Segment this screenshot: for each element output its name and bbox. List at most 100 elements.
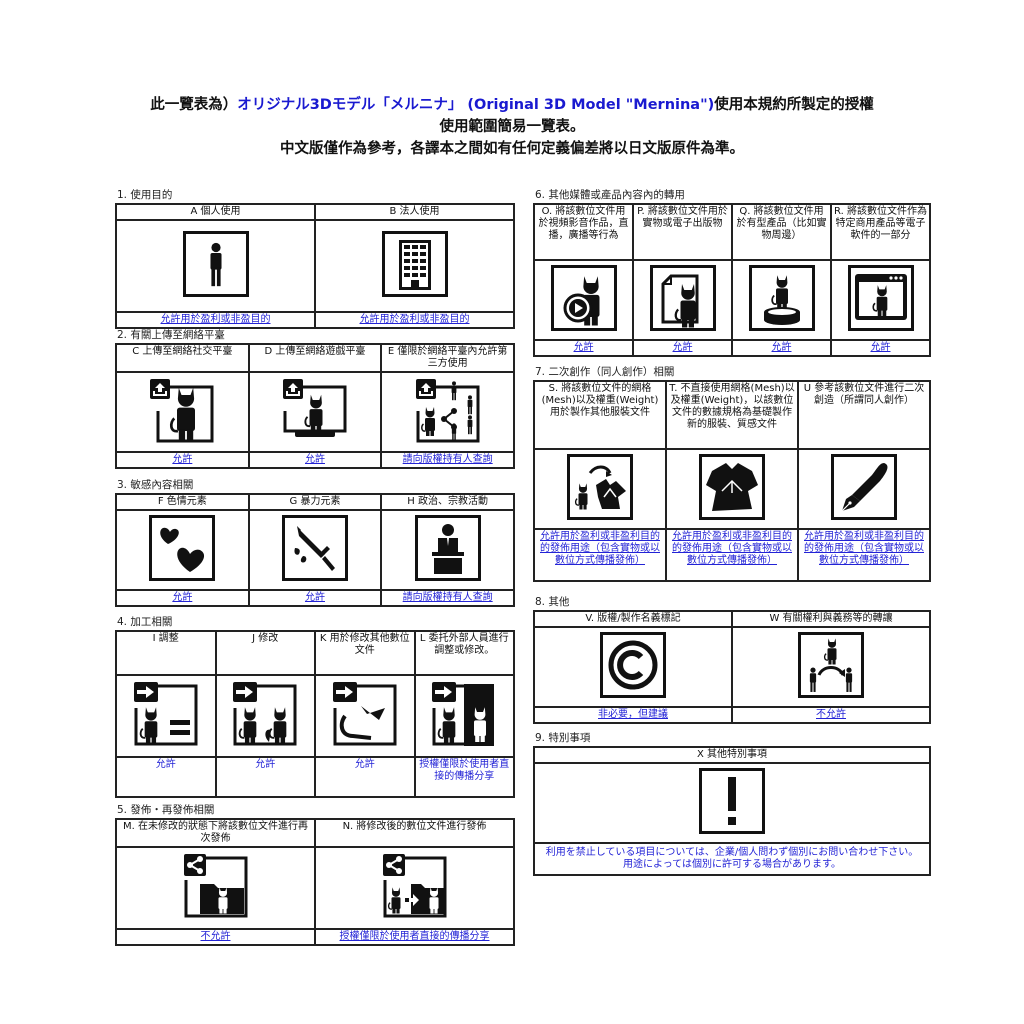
result-link[interactable]: 允許: [731, 339, 832, 357]
section-upload: 2. 有關上傳至網絡平臺 C 上傳至網絡社交平臺 D 上傳至網絡遊戲平臺 E 僅…: [115, 328, 515, 469]
adjust-equal-icon: [132, 680, 200, 748]
person-icon: [182, 231, 249, 297]
section-distribution: 5. 發佈・再發佈相關 M. 在未修改的狀態下將該數位文件進行再次發佈 N. 將…: [115, 803, 515, 946]
section-sensitive-content: 3. 敏感內容相關 F 色情元素 G 暴力元素 H 政治、宗教活動 允許 允許 …: [115, 478, 515, 607]
header-line-2: 使用範圍簡易一覽表。: [439, 119, 585, 135]
item-label: L 委托外部人員進行調整或修改。: [413, 630, 515, 676]
item-label: A 個人使用: [115, 203, 316, 221]
special-notes-text: 利用を禁止している項目については、企業/個人問わず個別にお問い合わせ下さい。用途…: [533, 842, 931, 876]
section-title: 8. 其他: [535, 596, 570, 608]
model-name: オリジナル3Dモデル「メルニナ」 (Original 3D Model "Mer…: [237, 97, 715, 113]
section-title: 3. 敏感內容相關: [117, 479, 194, 491]
result-link[interactable]: 允許: [115, 589, 250, 607]
sensitive-content-table: F 色情元素 G 暴力元素 H 政治、宗教活動 允許 允許 請向版權持有人查詢: [115, 493, 515, 607]
derivative-works-table: S. 將該數位文件的網格(Mesh)以及權重(Weight)用於製作其他服裝文件…: [533, 380, 931, 582]
result-link[interactable]: 請向版權持有人查詢: [380, 451, 515, 469]
section-special-notes: 9. 特別事項 X 其他特別事項 利用を禁止している項目については、企業/個人問…: [533, 731, 931, 876]
item-label: K 用於修改其他數位文件: [314, 630, 416, 676]
section-title: 5. 發佈・再發佈相關: [117, 804, 215, 816]
office-building-icon: [381, 231, 448, 297]
upload-table: C 上傳至網絡社交平臺 D 上傳至網絡遊戲平臺 E 僅限於網絡平臺內允許第三方使…: [115, 343, 515, 469]
usage-purpose-table: A 個人使用 B 法人使用 允許用於盈利或非盈目的 允許用於盈利或非盈目的: [115, 203, 515, 329]
other-table: V. 版權/製作名義標記 W 有關權利與義務等的轉讓 非必要，但建議 不允許: [533, 610, 931, 724]
item-label: M. 在未修改的狀態下將該數位文件進行再次發佈: [115, 818, 316, 848]
item-label: T. 不直接使用網格(Mesh)以及權重(Weight)，以該數位文件的數據規格…: [665, 380, 799, 450]
share-modified-icon: [381, 852, 449, 920]
item-label: J 修改: [214, 630, 316, 676]
item-label: H 政治、宗教活動: [380, 493, 515, 511]
header-suffix: 使用本規約所製定的授權: [714, 97, 874, 113]
section-other: 8. 其他 V. 版權/製作名義標記 W 有關權利與義務等的轉讓 非必要，但建議…: [533, 595, 931, 724]
result-link[interactable]: 允許用於盈利或非盈利目的的發佈用途（包含實物或以數位方式傳播發佈）: [797, 528, 931, 582]
software-window-icon: [847, 265, 914, 331]
item-label: I 調整: [115, 630, 217, 676]
publication-icon: [649, 265, 716, 331]
modify-other-file-icon: [331, 680, 399, 748]
item-label: W 有關權利與義務等的轉讓: [731, 610, 931, 628]
result-link[interactable]: 授權僅限於使用者直接的傳播分享: [314, 928, 515, 946]
result-link[interactable]: 允許: [830, 339, 931, 357]
copyright-icon: [600, 632, 666, 698]
clothing-icon: [699, 454, 765, 520]
item-label: X 其他特別事項: [533, 746, 931, 764]
result-link[interactable]: 授權僅限於使用者直接的傳播分享: [413, 756, 515, 798]
item-label: G 暴力元素: [247, 493, 383, 511]
special-notes-table: X 其他特別事項 利用を禁止している項目については、企業/個人問わず個別にお問い…: [533, 746, 931, 876]
header-line-3: 中文版僅作為參考，各譯本之間如有任何定義偏差將以日文版原件為準。: [280, 141, 744, 157]
upload-game-monitor-icon: [281, 377, 349, 443]
podium-speaker-icon: [414, 515, 481, 581]
item-label: N. 將修改後的數位文件進行發佈: [314, 818, 515, 848]
transfer-rights-icon: [798, 632, 864, 698]
item-label: O. 將該數位文件用於視頻影音作品，直播，廣播等行為: [533, 203, 634, 261]
result-link[interactable]: 允許: [314, 756, 416, 798]
item-label: P. 將該數位文件用於實物或電子出版物: [632, 203, 733, 261]
modify-icon: [231, 680, 299, 748]
result-link[interactable]: 允許: [247, 451, 383, 469]
item-label: R. 將該數位文件作為特定商用產品等電子軟件的一部分: [830, 203, 931, 261]
result-link[interactable]: 允許用於盈利或非盈目的: [115, 311, 316, 329]
processing-table: I 調整 J 修改 K 用於修改其他數位文件 L 委托外部人員進行調整或修改。 …: [115, 630, 515, 798]
item-label: C 上傳至網絡社交平臺: [115, 343, 250, 373]
item-label: U 參考該數位文件進行二次創造（所謂同人創作）: [797, 380, 931, 450]
section-title: 9. 特別事項: [535, 732, 591, 744]
result-link[interactable]: 允許用於盈利或非盈目的: [314, 311, 515, 329]
item-label: D 上傳至網絡遊戲平臺: [247, 343, 383, 373]
upload-share-third-party-icon: [414, 377, 482, 443]
figure-stand-icon: [748, 265, 815, 331]
section-title: 4. 加工相關: [117, 616, 173, 628]
result-link[interactable]: 不允許: [115, 928, 316, 946]
upload-social-icon: [148, 377, 216, 443]
header-line-1: 此一覽表為）オリジナル3Dモデル「メルニナ」 (Original 3D Mode…: [0, 94, 1024, 116]
page-header: 此一覽表為）オリジナル3Dモデル「メルニナ」 (Original 3D Mode…: [0, 94, 1024, 160]
video-play-icon: [550, 265, 617, 331]
result-link[interactable]: 允許: [247, 589, 383, 607]
section-title: 2. 有關上傳至網絡平臺: [117, 329, 225, 341]
result-link[interactable]: 不允許: [731, 706, 931, 724]
outsource-modify-icon: [430, 680, 498, 748]
item-label: E 僅限於網絡平臺內允許第三方使用: [380, 343, 515, 373]
other-media-table: O. 將該數位文件用於視頻影音作品，直播，廣播等行為 P. 將該數位文件用於實物…: [533, 203, 931, 357]
item-label: V. 版權/製作名義標記: [533, 610, 733, 628]
section-usage-purpose: 1. 使用目的 A 個人使用 B 法人使用 允許用於盈利或非盈目的 允許用於盈利…: [115, 188, 515, 329]
share-unmodified-icon: [182, 852, 250, 920]
exclamation-icon: [699, 768, 765, 834]
section-title: 7. 二次創作（同人創作）相關: [535, 366, 675, 378]
header-prefix: 此一覽表為）: [150, 97, 238, 113]
item-label: B 法人使用: [314, 203, 515, 221]
result-link[interactable]: 允許: [533, 339, 634, 357]
knife-blood-icon: [281, 515, 348, 581]
result-link[interactable]: 允許: [115, 756, 217, 798]
result-link[interactable]: 非必要，但建議: [533, 706, 733, 724]
result-link[interactable]: 請向版權持有人查詢: [380, 589, 515, 607]
hearts-icon: [149, 515, 216, 581]
item-label: Q. 將該數位文件用於有型產品（比如實物周邊）: [731, 203, 832, 261]
result-link[interactable]: 允許: [214, 756, 316, 798]
result-link[interactable]: 允許用於盈利或非盈利目的的發佈用途（包含實物或以數位方式傳播發佈）: [533, 528, 667, 582]
mesh-to-clothing-icon: [567, 454, 633, 520]
result-link[interactable]: 允許: [115, 451, 250, 469]
result-link[interactable]: 允許: [632, 339, 733, 357]
item-label: S. 將該數位文件的網格(Mesh)以及權重(Weight)用於製作其他服裝文件: [533, 380, 667, 450]
section-derivative-works: 7. 二次創作（同人創作）相關 S. 將該數位文件的網格(Mesh)以及權重(W…: [533, 365, 931, 582]
result-link[interactable]: 允許用於盈利或非盈利目的的發佈用途（包含實物或以數位方式傳播發佈）: [665, 528, 799, 582]
distribution-table: M. 在未修改的狀態下將該數位文件進行再次發佈 N. 將修改後的數位文件進行發佈…: [115, 818, 515, 946]
